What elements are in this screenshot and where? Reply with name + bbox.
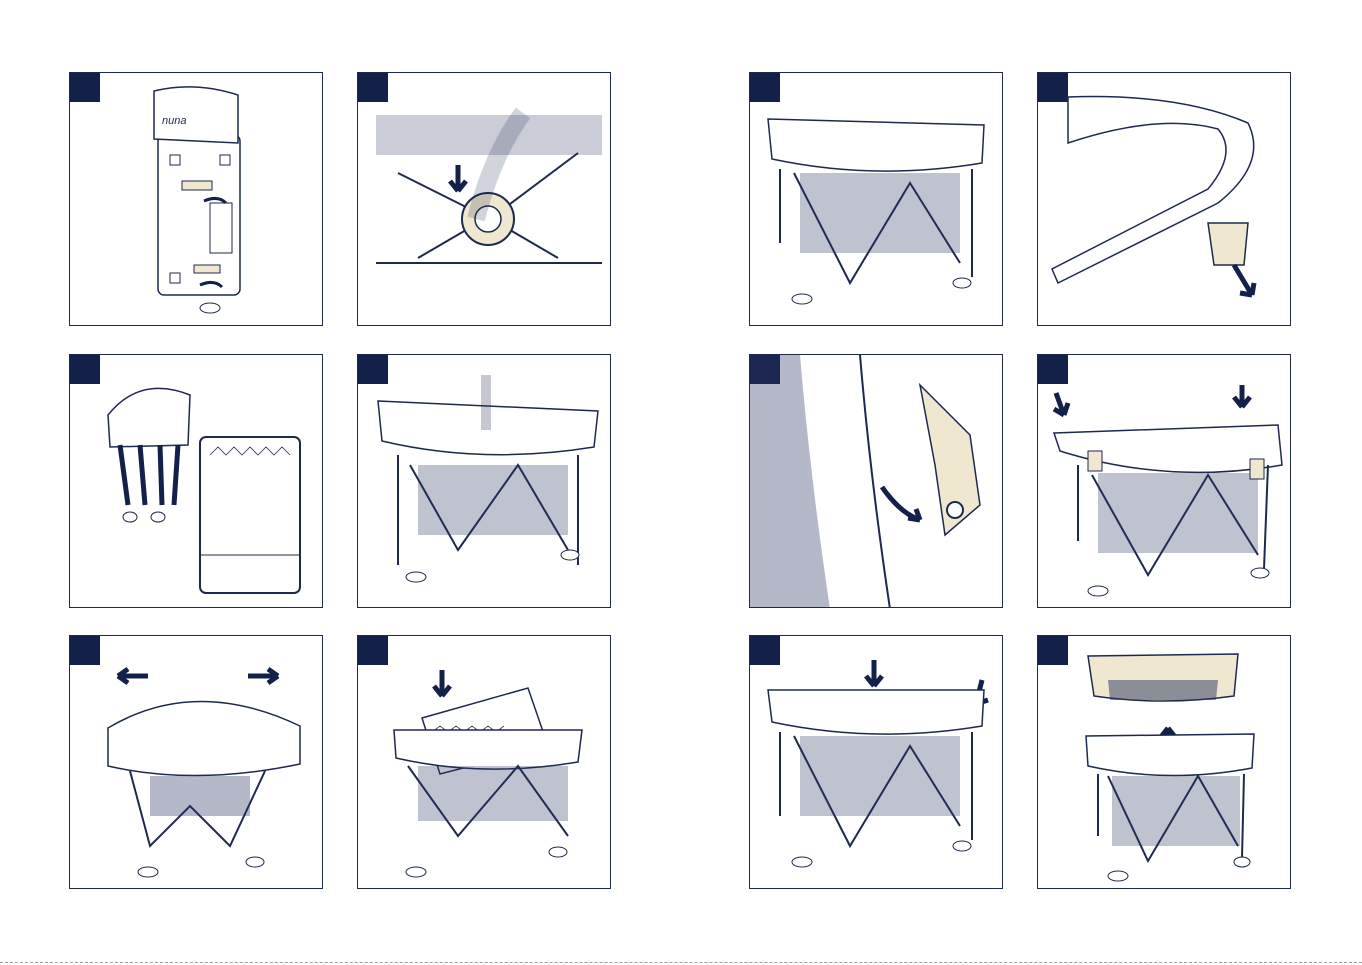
panel-7-strap-detail (749, 354, 1003, 608)
insert-mattress-illustration (358, 636, 611, 889)
panel-4-clip-detail (1037, 72, 1291, 326)
panel-1-folded-crib: nuna (69, 72, 323, 326)
clip-illustration (1038, 73, 1291, 326)
brand-logo: nuna (162, 115, 186, 127)
strap-illustration (750, 355, 1003, 608)
panel-8-press-corners (1037, 354, 1291, 608)
panel-3-crib-top-view-1 (749, 72, 1003, 326)
folded-crib-illustration (70, 73, 323, 326)
panel-12-lift-bassinet (1037, 635, 1291, 889)
press-hub-illustration (358, 73, 611, 326)
crib-illustration (750, 73, 1003, 326)
press-corners-illustration (1038, 355, 1291, 608)
panel-11-press-sides (749, 635, 1003, 889)
panel-10-insert-mattress (357, 635, 611, 889)
frame-mattress-illustration (70, 355, 323, 608)
panel-5-folded-frame-and-mattress (69, 354, 323, 608)
press-sides-illustration (750, 636, 1003, 889)
panel-2-press-hub (357, 72, 611, 326)
panel-9-pull-rails (69, 635, 323, 889)
push-center-illustration (358, 355, 611, 608)
panel-6-push-center (357, 354, 611, 608)
pull-rails-illustration (70, 636, 323, 889)
page-bottom-rule (0, 962, 1362, 963)
lift-bassinet-illustration (1038, 636, 1291, 889)
